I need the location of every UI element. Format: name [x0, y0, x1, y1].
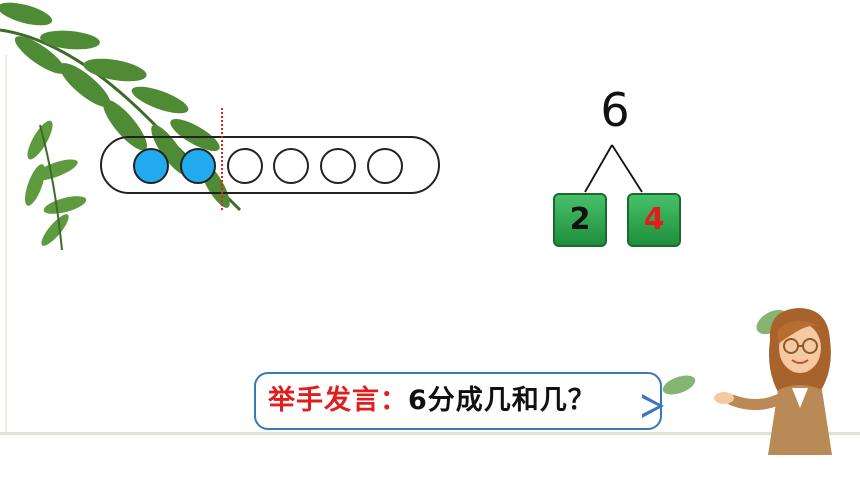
- bead-empty: [320, 148, 356, 184]
- prompt-question: 6分成几和几？: [408, 385, 596, 416]
- prompt-text: 举手发言：6分成几和几？: [268, 378, 596, 424]
- bond-left-part: 2: [553, 193, 607, 247]
- bead-empty: [227, 148, 263, 184]
- leaf-decoration: [662, 375, 696, 395]
- speech-bubble-tail-fill: [640, 397, 658, 415]
- bond-total: 6: [600, 83, 630, 137]
- bond-branch-lines: [584, 144, 643, 193]
- teacher-illustration: [714, 308, 832, 455]
- bead-empty: [367, 148, 403, 184]
- bead-filled: [133, 148, 169, 184]
- bottom-divider: [0, 432, 860, 435]
- prompt-label: 举手发言：: [268, 385, 408, 416]
- bead-bar: [100, 136, 440, 194]
- speech-bubble: [254, 372, 662, 430]
- bead-filled: [180, 148, 216, 184]
- bond-right-part: 4: [627, 193, 681, 247]
- bead-empty: [273, 148, 309, 184]
- split-divider-line: [221, 108, 223, 210]
- left-border-line: [5, 55, 7, 435]
